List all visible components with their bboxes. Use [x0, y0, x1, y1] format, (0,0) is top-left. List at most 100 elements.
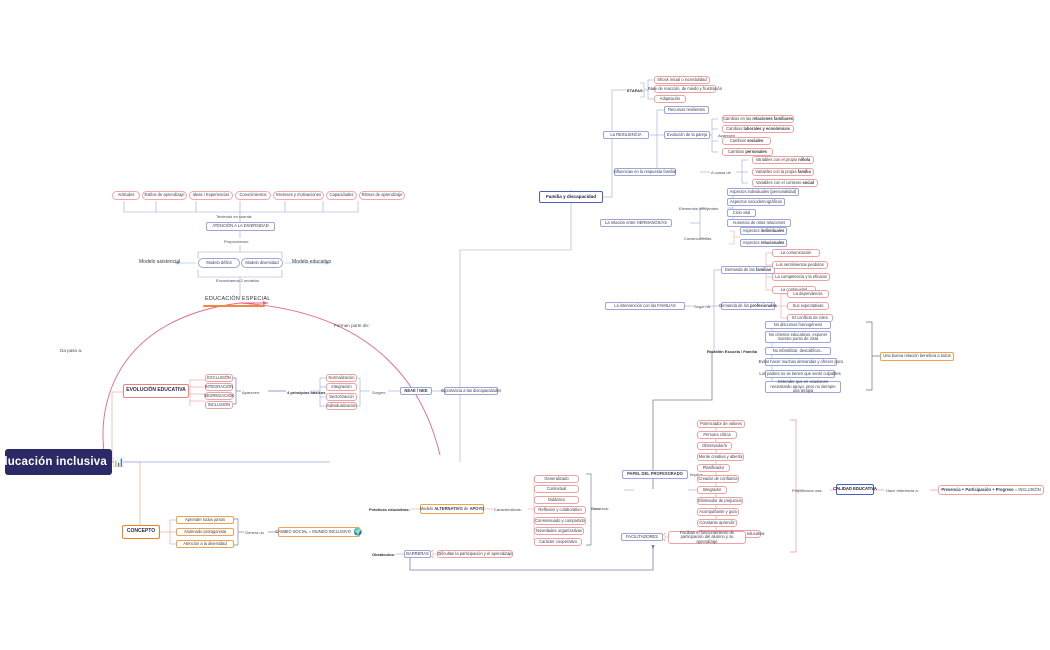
- neae-nee-node[interactable]: NEAE / NEE: [400, 387, 432, 395]
- ef-item-discursos[interactable]: No discursos homogéneos: [765, 321, 831, 329]
- caract-novedades[interactable]: Novedades organizativas: [534, 527, 584, 535]
- stage-segregacion[interactable]: SEGREGACIÓN: [204, 392, 234, 400]
- elemento-aspectos-individuales[interactable]: Aspectos individuales (personalidad): [727, 188, 799, 196]
- ef-item-culpables[interactable]: Los padres no se tienen que sentir culpa…: [759, 370, 841, 378]
- demanda-familia-competencia[interactable]: La competencia y la eficacia: [772, 273, 830, 281]
- ef-item-demandas[interactable]: Evitar hacer muchas demandas y ofrecer p…: [759, 358, 843, 366]
- stage-inclusion[interactable]: INCLUSIÓN: [205, 401, 233, 409]
- demanda-prof-dependencia[interactable]: La dependencia: [787, 290, 829, 298]
- rol-observador[interactable]: Observador/a: [697, 442, 732, 450]
- facilitadores-text-node[interactable]: Facilitan el funcionamiento de participa…: [668, 530, 746, 544]
- factor-ideas-experiencias[interactable]: Ideas / Experiencias: [189, 191, 233, 200]
- concepto-item-atencion[interactable]: Atención a la diversidad: [176, 540, 234, 548]
- stage-exclusion[interactable]: EXCLUSIÓN: [205, 374, 233, 382]
- caption-hace-referencia-a: Hace referencia a:: [886, 488, 919, 493]
- familia-discapacidad-node[interactable]: Familia y discapacidad: [539, 191, 603, 203]
- demanda-familias-node[interactable]: Demanda de las familias: [721, 266, 775, 274]
- factor-estilos-aprendizaje[interactable]: Estilos de aprendizaje: [142, 191, 187, 200]
- ef-item-infantilizar[interactable]: No infantilizar, descalificar...: [765, 347, 831, 355]
- barreras-text-node[interactable]: Dificultan la participación y el aprendi…: [437, 550, 513, 558]
- caption-encontramos-modelos: Encontramos 2 modelos: [216, 278, 260, 283]
- influencias-respuesta-familiar-node[interactable]: Influencias en la respuesta familiar: [613, 168, 677, 176]
- variable-familia[interactable]: Variables con la propia familia: [752, 168, 814, 176]
- ef-item-criterios[interactable]: No criterios educativos, exponer nuestro…: [765, 331, 831, 343]
- barreras-node[interactable]: BARRERAS: [404, 550, 431, 558]
- buena-relacion-node[interactable]: Una buena relación beneficia a todos: [880, 352, 954, 361]
- caract-generalizado[interactable]: Generalizado: [534, 475, 579, 483]
- hermanos-node[interactable]: La relación entre HERMANOS/AS: [600, 219, 672, 227]
- caption-modelo-educativo: Modelo educativo: [292, 259, 332, 265]
- modelo-diversidad-node[interactable]: Modelo diversidad: [241, 258, 283, 268]
- rol-persona-critica[interactable]: Persona crítica: [697, 431, 737, 439]
- elemento-sociodemograficos[interactable]: Aspectos sociodemográficos: [727, 198, 785, 206]
- principio-integracion[interactable]: Integración: [326, 383, 357, 391]
- etapa-shock[interactable]: Shock inicial o incredulidad: [654, 76, 710, 84]
- inclusion-formula-node[interactable]: Presencia + Participación + Progreso = I…: [938, 485, 1044, 495]
- factor-ritmos-aprendizaje[interactable]: Ritmos de aprendizaje: [359, 191, 405, 200]
- cambio-sociales[interactable]: Cambios sociales: [722, 137, 771, 145]
- caption-proporcionan: Proporcionan:: [224, 239, 249, 244]
- facilitadores-node[interactable]: FACILITADORES: [621, 533, 663, 541]
- caract-didactico[interactable]: Didáctico: [534, 496, 579, 504]
- concepto-item-aprender[interactable]: Aprender todos juntos: [176, 516, 234, 524]
- principio-individualizacion[interactable]: Individualización: [326, 402, 357, 410]
- variable-social[interactable]: Variables con el contexto social: [752, 179, 818, 187]
- demanda-familia-comunicacion[interactable]: La comunicación: [772, 249, 820, 257]
- factor-conocimientos[interactable]: Conocimientos: [235, 191, 271, 200]
- factor-capacidades[interactable]: Capacidades: [326, 191, 357, 200]
- rol-integrador[interactable]: Integrador: [697, 486, 727, 494]
- stage-integracion[interactable]: INTEGRACIÓN: [205, 383, 233, 391]
- intervencion-familias-node[interactable]: La intervención con las FAMILIAS: [605, 302, 685, 310]
- rol-creador-confianza[interactable]: Creador de confianza: [697, 475, 739, 483]
- caract-reflexivo[interactable]: Reflexivo y colaborativo: [534, 506, 586, 514]
- cambio-laborales-economicos[interactable]: Cambios laborales y económicos: [722, 125, 794, 133]
- caract-cooperativo[interactable]: Carácter cooperativo: [534, 538, 582, 546]
- demanda-familia-sentimientos[interactable]: Los sentimientos perdidos: [772, 261, 828, 269]
- rol-planificador[interactable]: Planificador: [697, 464, 730, 472]
- rol-potenciador[interactable]: Potenciador de valores: [697, 420, 745, 428]
- atencion-diversidad-node[interactable]: ATENCIÓN A LA DIVERSIDAD: [206, 222, 275, 231]
- rol-constante-aprendiz[interactable]: Constante aprendiz: [697, 519, 737, 527]
- caption-aparecen-pareja: Aparecen: [718, 133, 736, 138]
- caption-a-causa-de: A causa de: [711, 170, 731, 175]
- elemento-ciclo-vital[interactable]: Ciclo vital: [727, 209, 756, 217]
- variable-nino[interactable]: Variables con el propio niño/a: [752, 156, 814, 164]
- cambio-personales[interactable]: Cambios personales: [722, 148, 773, 156]
- elemento-ausencia-relaciones[interactable]: Ausencia de otras relaciones: [727, 219, 791, 227]
- resiliencia-node[interactable]: La RESILIENCIA: [603, 131, 649, 139]
- ef-item-terapia[interactable]: Entender que en ocasiones necesitarán ap…: [765, 380, 841, 393]
- calidad-educativa-node[interactable]: CALIDAD EDUCATIVA: [833, 484, 877, 495]
- principio-sectorizacion[interactable]: Sectorización: [326, 393, 357, 401]
- caption-caracteristicas: Características:: [494, 507, 522, 512]
- educacion-especial-underline: [203, 305, 265, 308]
- caract-consensuado[interactable]: Consensuado y compartido: [534, 517, 586, 525]
- modelo-alternativo-apoyo-node[interactable]: Modelo ALTERNATIVO de APOYO: [420, 504, 484, 514]
- cambio-social-node[interactable]: CAMBIO SOCIAL = MUNDO INCLUSIVO 🌍: [275, 527, 363, 537]
- factor-intereses-motivaciones[interactable]: Intereses y motivaciones: [273, 191, 324, 200]
- evolucion-pareja-node[interactable]: Evolución de la pareja: [664, 131, 710, 139]
- demanda-profesionales-node[interactable]: Demanda de los profesionales: [719, 302, 777, 310]
- evolucion-educativa-node[interactable]: EVOLUCIÓN EDUCATIVA: [123, 384, 189, 398]
- etapa-adaptacion[interactable]: Adaptación: [654, 95, 686, 103]
- modelo-deficit-node[interactable]: Modelo déficit: [198, 258, 240, 268]
- rol-eliminador-prejuicios[interactable]: Eliminador de prejuicios: [697, 497, 743, 505]
- rol-acompanante[interactable]: Acompañante y guía: [697, 508, 739, 516]
- root-node[interactable]: Educación inclusiva 📊: [0, 449, 124, 475]
- rol-mente-creativa[interactable]: Mente creativa y abierta: [697, 453, 744, 461]
- consecuencia-relacionales[interactable]: Aspectos relacionales: [740, 239, 787, 247]
- concepto-node[interactable]: CONCEPTO: [122, 525, 160, 539]
- concepto-item-alumnado[interactable]: Alumnado protagonista: [176, 528, 234, 536]
- demanda-prof-expectativas[interactable]: Sus expectativas: [787, 302, 829, 310]
- etapa-reaccion[interactable]: Fase de reacción, de miedo y frustración: [648, 85, 722, 93]
- consecuencia-individuales[interactable]: Aspectos individuales: [740, 227, 787, 235]
- importancia-discapacidades-node[interactable]: Importancia a las discapacidades: [441, 387, 501, 395]
- recursos-resilientes-node[interactable]: Recursos resilientes: [664, 106, 709, 114]
- factor-actitudes[interactable]: Actitudes: [112, 191, 140, 200]
- practicas-educativas-label: Prácticas educativas:: [369, 507, 410, 512]
- cambio-relaciones-familiares[interactable]: Cambios en las relaciones familiares: [722, 115, 794, 123]
- caption-elementos-influyentes: Elementos influyentes: [679, 206, 719, 211]
- principio-normalizacion[interactable]: Normalización: [326, 374, 357, 382]
- papel-profesorado-node[interactable]: PAPEL DEL PROFESORADO: [622, 470, 688, 479]
- caract-contextual[interactable]: Contextual: [534, 485, 579, 493]
